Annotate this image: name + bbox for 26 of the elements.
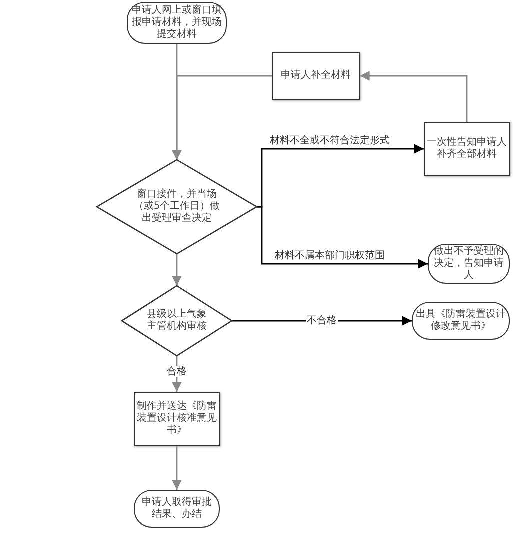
- terminal-box: [412, 302, 510, 340]
- arrow: [172, 446, 182, 490]
- edge-label: 合格: [166, 366, 188, 378]
- process-box: [134, 392, 220, 446]
- process-box: [424, 122, 510, 176]
- node-text: 窗口接件，并当场（或5个工作日）做出受理审查决定: [132, 189, 222, 225]
- node-text: 申请人网上或窗口填报申请材料，并现场提交材料: [131, 5, 223, 41]
- edge-label: 不合格: [306, 316, 338, 326]
- arrow: [172, 356, 182, 392]
- edge-label: 材料不属本部门职权范围: [274, 250, 386, 262]
- arrow: [257, 206, 428, 269]
- node-text: 县级以上气象主管机构审核: [146, 309, 208, 333]
- node-text: 出具《防雷装置设计修改意见书》: [415, 309, 507, 333]
- decision-diamond: [122, 286, 232, 356]
- node-text: 一次性告知申请人补齐全部材料: [427, 137, 507, 161]
- node-text: 做出不予受理的决定，告知申请人: [433, 246, 505, 282]
- node-text: 申请人补全材料: [280, 70, 352, 82]
- decision-diamond: [97, 160, 257, 254]
- arrow: [172, 254, 182, 286]
- node-text: 申请人取得审批结果、办结: [141, 497, 213, 521]
- node-text: 制作并送达《防雷装置设计核准意见书》: [137, 401, 217, 437]
- arrow: [360, 71, 468, 122]
- process-box: [272, 52, 360, 100]
- edge-label: 材料不全或不符合法定形式: [269, 136, 391, 146]
- arrow: [172, 75, 272, 160]
- terminal-box: [134, 490, 220, 528]
